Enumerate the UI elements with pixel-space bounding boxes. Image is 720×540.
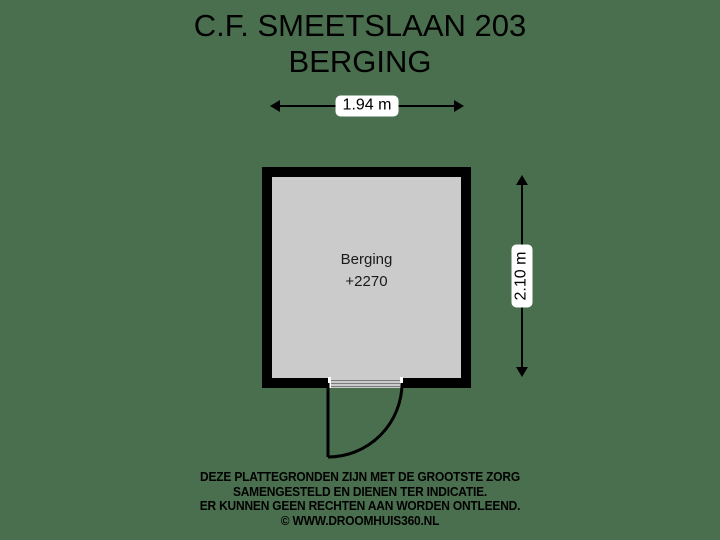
room-berging: Berging +2270 (262, 167, 471, 388)
page-title: C.F. SMEETSLAAN 203 BERGING (0, 8, 720, 80)
door-opening (328, 377, 403, 388)
door-sill-line (331, 380, 400, 381)
room-label: Berging +2270 (272, 249, 461, 293)
door-arc-line (327, 382, 404, 459)
arrow-up-icon (516, 175, 528, 185)
footer-line-2: SAMENGESTELD EN DIENEN TER INDICATIE. (232, 483, 488, 499)
footer-line-1: DEZE PLATTEGRONDEN ZIJN MET DE GROOTSTE … (200, 469, 520, 484)
room-floor (272, 177, 461, 378)
door-sill-line (331, 383, 400, 384)
door-sill-line (331, 386, 400, 387)
room-name: Berging (340, 251, 393, 268)
title-subject: BERGING (288, 44, 432, 79)
arrow-right-icon (454, 100, 464, 112)
footer-line-copyright: © WWW.DROOMHUIS360.NL (280, 512, 440, 528)
title-address: C.F. SMEETSLAAN 203 (193, 8, 527, 43)
footer-disclaimer: DEZE PLATTEGRONDEN ZIJN MET DE GROOTSTE … (0, 469, 720, 528)
arrow-down-icon (516, 367, 528, 377)
footer-line-3: ER KUNNEN GEEN RECHTEN AAN WORDEN ONTLEE… (199, 498, 521, 513)
arrow-left-icon (270, 100, 280, 112)
dimension-width: 1.94 m (270, 95, 464, 117)
room-level: +2270 (345, 273, 388, 290)
dimension-depth-label: 2.10 m (511, 244, 533, 308)
dimension-depth: 2.10 m (511, 175, 533, 377)
dimension-width-label: 1.94 m (335, 95, 399, 117)
